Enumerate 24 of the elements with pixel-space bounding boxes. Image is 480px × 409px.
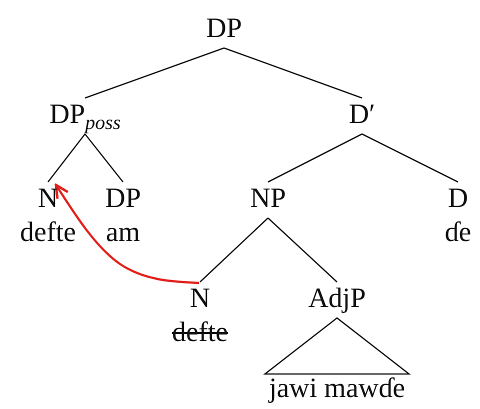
category-label: N — [188, 282, 212, 316]
category-label: AdjP — [308, 282, 366, 316]
category-label: NP — [250, 182, 286, 216]
category-label: DP — [105, 182, 141, 216]
category-label: D′ — [348, 98, 376, 132]
category-label: DP$_{poss}$ — [49, 98, 121, 132]
tree-branch — [268, 133, 362, 183]
tree-branch — [84, 134, 124, 182]
tree-branch — [84, 47, 224, 99]
tree-branch — [268, 218, 338, 282]
category-label: DP — [206, 12, 242, 46]
tree-branch — [224, 47, 362, 99]
tree-branch — [200, 218, 268, 282]
tree-branch — [47, 134, 86, 182]
word-label: defte — [20, 216, 76, 250]
category-label: jawi mawɗe — [268, 372, 406, 406]
word-label: am — [105, 216, 141, 250]
word-label: ɗe — [444, 216, 472, 250]
category-label: D — [446, 182, 470, 216]
struck-word-label: defte — [172, 316, 228, 350]
triangle-branch — [263, 317, 411, 375]
category-label: N — [36, 182, 60, 216]
tree-branch — [362, 133, 458, 183]
movement-arrow — [54, 184, 200, 284]
